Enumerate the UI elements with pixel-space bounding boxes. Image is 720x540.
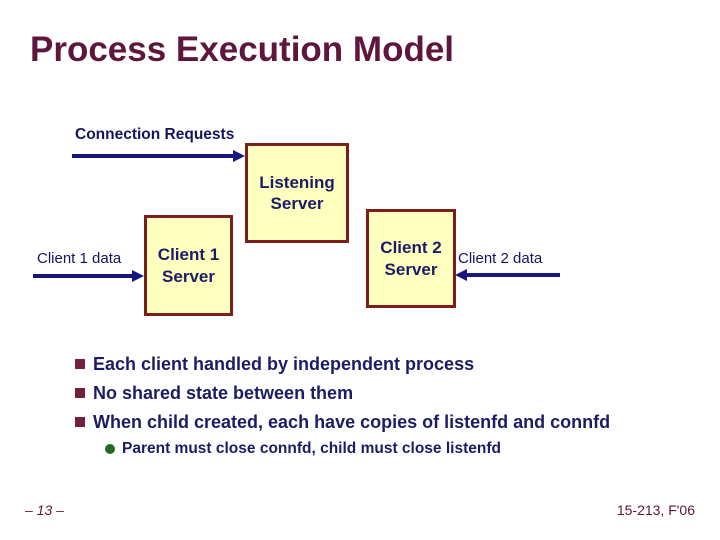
client1-server-label-line1: Client 1 (157, 245, 220, 265)
bullet-item: Each client handled by independent proce… (75, 353, 474, 375)
client1-data-arrow (33, 270, 144, 282)
bullet-text: No shared state between them (93, 383, 354, 403)
square-bullet-icon (75, 388, 85, 398)
square-bullet-icon (75, 359, 85, 369)
square-bullet-icon (75, 417, 85, 427)
client2-data-label: Client 2 data (458, 250, 543, 267)
bullet-text: Each client handled by independent proce… (93, 354, 475, 374)
arrow-right-icon (233, 150, 245, 162)
course-label: 15-213, F'06 (616, 502, 695, 518)
client2-server-box: Client 2 Server (366, 209, 456, 308)
arrow-right-icon (132, 270, 144, 282)
client1-server-label-line2: Server (162, 266, 215, 286)
arrow-shaft (467, 273, 560, 277)
bullet-item: When child created, each have copies of … (75, 411, 610, 433)
arrow-left-icon (455, 269, 467, 281)
connection-requests-label: Connection Requests (75, 126, 235, 143)
client2-server-label-line2: Server (384, 259, 438, 279)
listening-server-label-line2: Server (270, 194, 324, 213)
page-title: Process Execution Model (30, 30, 455, 69)
sub-bullet-item: Parent must close connfd, child must clo… (105, 439, 501, 458)
bullet-text: When child created, each have copies of … (93, 412, 611, 432)
page-number: – 13 – (25, 502, 64, 518)
client2-server-label-line1: Client 2 (380, 238, 442, 258)
connection-requests-arrow (72, 150, 245, 162)
sub-bullet-text: Parent must close connfd, child must clo… (122, 440, 501, 457)
client1-server-box: Client 1 Server (144, 215, 233, 316)
client2-data-arrow (455, 269, 560, 281)
bullet-item: No shared state between them (75, 382, 353, 404)
listening-server-label-line1: Listening (259, 172, 335, 192)
arrow-shaft (72, 154, 233, 158)
client1-data-label: Client 1 data (37, 250, 122, 267)
listening-server-box: Listening Server (245, 143, 349, 243)
arrow-shaft (33, 274, 132, 278)
circle-bullet-icon (105, 444, 115, 454)
